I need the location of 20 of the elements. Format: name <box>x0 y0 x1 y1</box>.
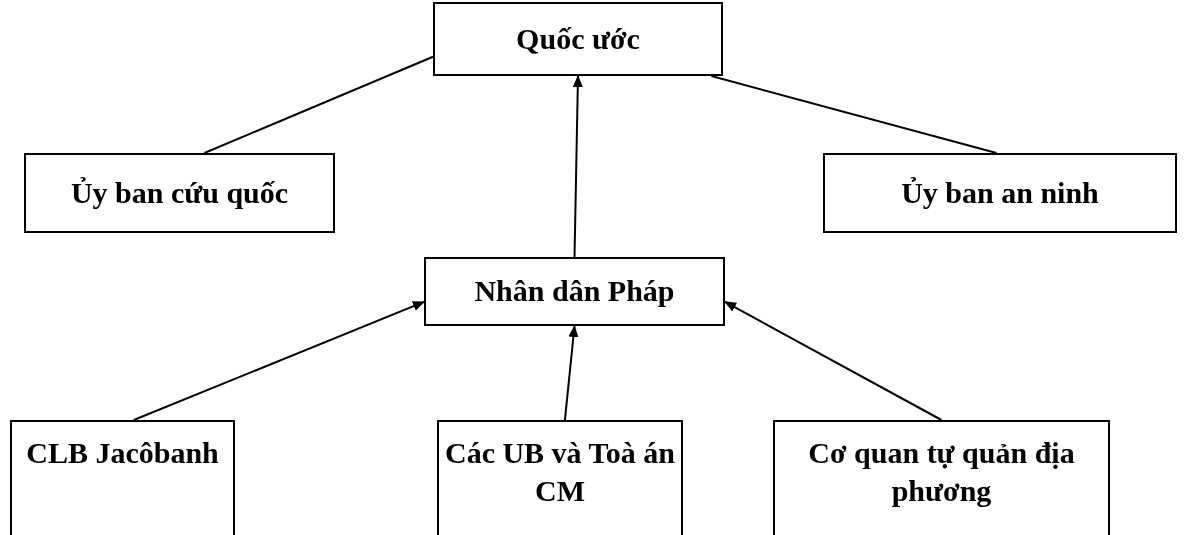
connector-line <box>203 55 434 154</box>
box-label: Ủy ban cứu quốc <box>70 174 289 211</box>
process-box <box>773 420 1110 535</box>
arrow <box>132 300 425 421</box>
arrow <box>572 75 583 258</box>
box-label: Các UB và Toà án CM <box>443 435 677 510</box>
box-label: Ủy ban an ninh <box>901 174 1099 211</box>
process-box <box>823 153 1177 233</box>
process-box <box>24 153 335 233</box>
box-label: Quốc ước <box>516 20 640 57</box>
process-box <box>424 257 725 326</box>
connector-line <box>710 75 998 154</box>
process-box <box>433 2 723 76</box>
process-box <box>437 420 683 535</box>
process-box <box>10 420 235 535</box>
arrow <box>724 300 943 421</box>
box-label: Nhân dân Pháp <box>474 273 675 310</box>
arrow <box>563 325 579 421</box>
box-label: Cơ quan tự quản địa phương <box>807 435 1076 510</box>
box-label: CLB Jacôbanh <box>26 435 219 471</box>
